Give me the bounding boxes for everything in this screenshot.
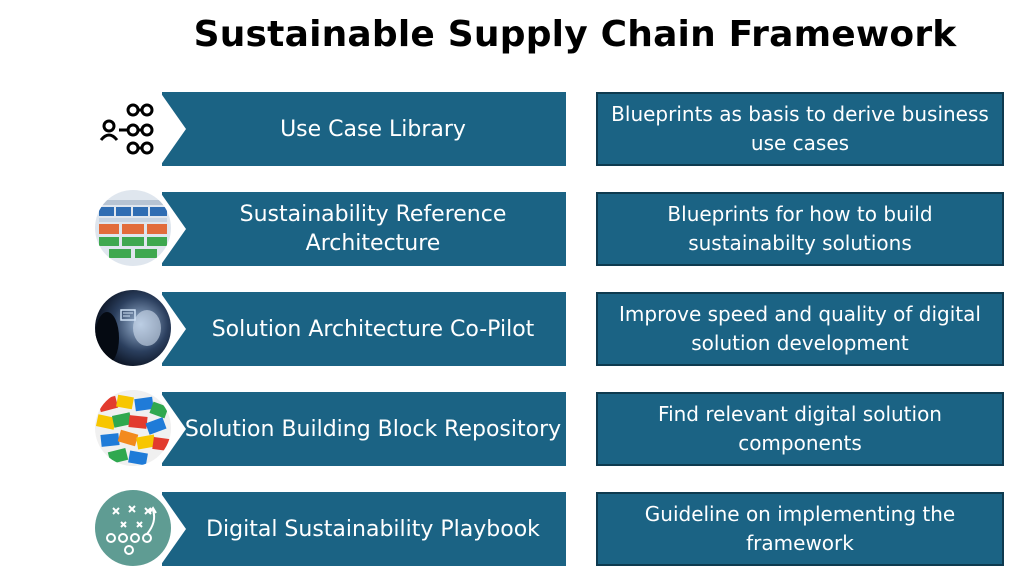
framework-row-playbook: Digital Sustainability Playbook Guidelin… xyxy=(0,490,1024,570)
description-text: Find relevant digital solution component… xyxy=(658,402,942,455)
component-box[interactable]: Use Case Library xyxy=(162,92,566,166)
framework-row-building-blocks: Solution Building Block Repository Find … xyxy=(0,390,1024,470)
component-label: Use Case Library xyxy=(280,116,466,142)
description-box: Blueprints for how to build sustainabilt… xyxy=(596,192,1004,266)
component-box[interactable]: Solution Architecture Co-Pilot xyxy=(162,292,566,366)
framework-row-reference-architecture: Sustainability Reference Architecture Bl… xyxy=(0,190,1024,270)
component-box[interactable]: Solution Building Block Repository xyxy=(162,392,566,466)
description-box: Find relevant digital solution component… xyxy=(596,392,1004,466)
description-box: Improve speed and quality of digital sol… xyxy=(596,292,1004,366)
framework-row-use-case-library: Use Case Library Blueprints as basis to … xyxy=(0,90,1024,170)
description-text: Guideline on implementing the framework xyxy=(644,502,956,555)
building-blocks-icon xyxy=(95,390,171,466)
page-title: Sustainable Supply Chain Framework xyxy=(193,14,957,55)
description-box: Blueprints as basis to derive business u… xyxy=(596,92,1004,166)
component-box[interactable]: Digital Sustainability Playbook xyxy=(162,492,566,566)
people-network-icon xyxy=(95,90,171,166)
framework-row-co-pilot: Solution Architecture Co-Pilot Improve s… xyxy=(0,290,1024,370)
description-text: Blueprints for how to build sustainabilt… xyxy=(667,202,933,255)
component-label: Digital Sustainability Playbook xyxy=(206,516,540,542)
component-label: Solution Building Block Repository xyxy=(184,416,562,442)
architecture-diagram-icon xyxy=(95,190,171,266)
description-box: Guideline on implementing the framework xyxy=(596,492,1004,566)
component-box[interactable]: Sustainability Reference Architecture xyxy=(162,192,566,266)
component-label: Sustainability Reference Architecture xyxy=(239,202,507,256)
component-label: Solution Architecture Co-Pilot xyxy=(211,316,535,342)
description-text: Blueprints as basis to derive business u… xyxy=(611,102,989,155)
ai-copilot-icon xyxy=(95,290,171,366)
playbook-strategy-icon xyxy=(95,490,171,566)
description-text: Improve speed and quality of digital sol… xyxy=(619,302,981,355)
